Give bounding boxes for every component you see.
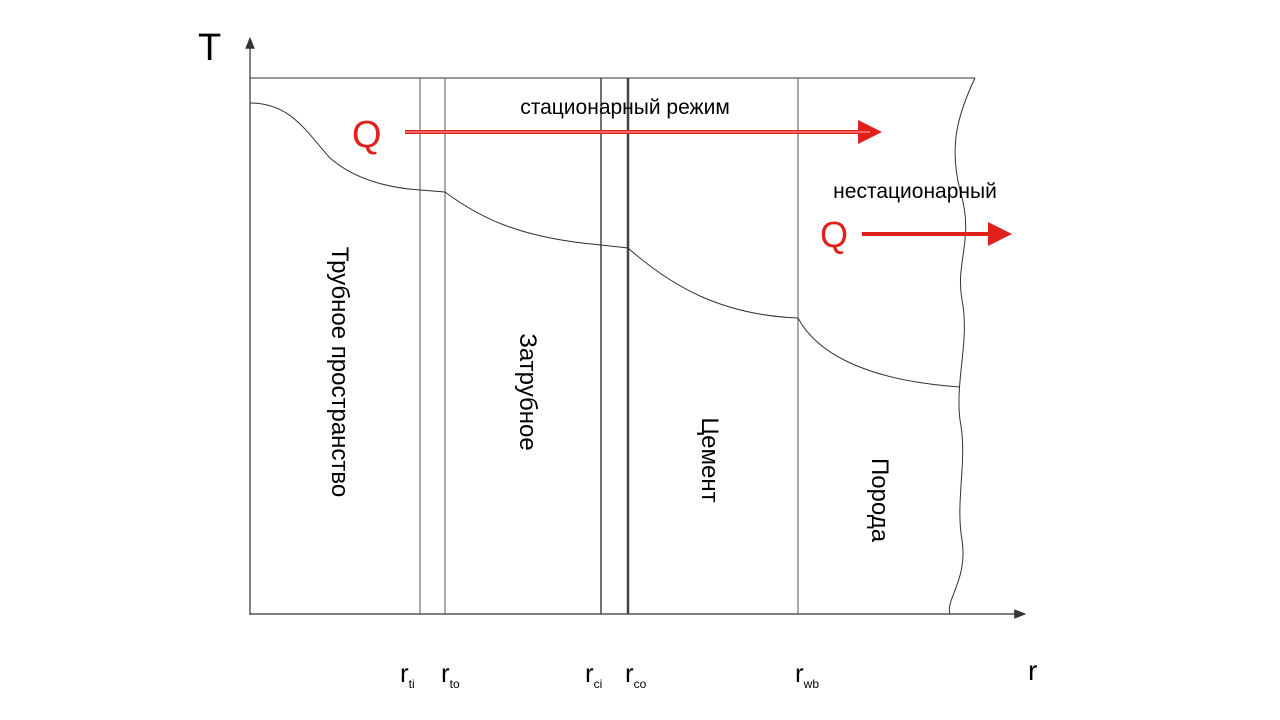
temperature-curve bbox=[249, 102, 961, 388]
steady-regime-label: стационарный режим bbox=[520, 96, 730, 119]
svg-text:rco: rco bbox=[625, 658, 647, 691]
steady-heat-flux-q: Q bbox=[352, 114, 382, 156]
y-axis-label: T bbox=[198, 27, 221, 69]
unsteady-regime-label: нестационарный bbox=[833, 180, 997, 203]
svg-text:rwb: rwb bbox=[795, 658, 819, 691]
zone-tubing: Трубное пространство bbox=[326, 247, 353, 497]
radius-labels: rti rto rci rco rwb bbox=[400, 658, 819, 691]
x-axis-label: r bbox=[1028, 655, 1037, 686]
zone-annulus: Затрубное bbox=[514, 333, 541, 450]
far-field-boundary bbox=[948, 77, 976, 615]
zone-rock: Порода bbox=[866, 458, 893, 543]
svg-text:rci: rci bbox=[585, 658, 602, 691]
svg-text:rti: rti bbox=[400, 658, 415, 691]
zone-cement: Цемент bbox=[696, 417, 723, 502]
svg-text:rto: rto bbox=[441, 658, 460, 691]
unsteady-heat-flux-q: Q bbox=[820, 214, 848, 255]
